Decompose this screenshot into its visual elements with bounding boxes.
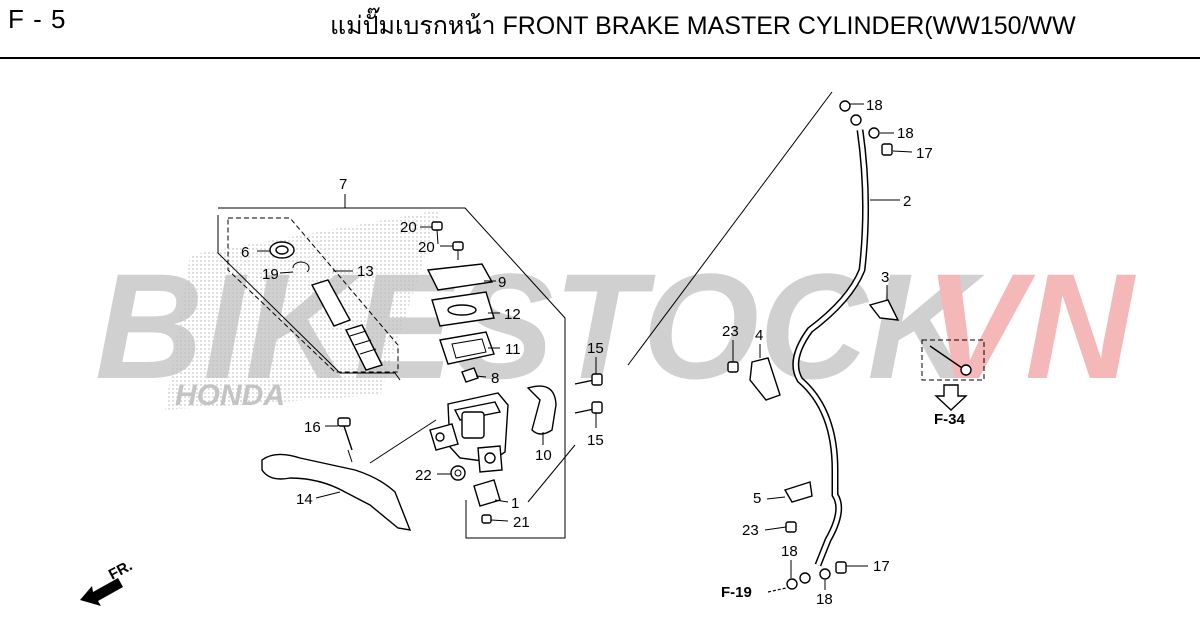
hose-clamp-3 bbox=[868, 299, 900, 321]
hose-clamp-4 bbox=[749, 357, 781, 401]
watermark: BIKESTOCK VN HONDA bbox=[95, 210, 1136, 412]
callout-20: 20 bbox=[400, 219, 417, 236]
callout-1: 1 bbox=[511, 495, 519, 512]
leader-lines bbox=[257, 103, 913, 590]
hose-eye-top bbox=[850, 114, 862, 126]
ref-f34: F-34 bbox=[934, 384, 968, 428]
callout-23: 23 bbox=[722, 323, 739, 340]
spring bbox=[345, 324, 383, 371]
switch-1 bbox=[473, 479, 501, 507]
washer-18-b bbox=[868, 127, 880, 139]
callout-6: 6 bbox=[241, 244, 249, 261]
piston-13 bbox=[310, 279, 352, 327]
bolt-17-b bbox=[835, 561, 847, 574]
callout-19: 19 bbox=[262, 266, 279, 283]
callout-7: 7 bbox=[339, 176, 347, 193]
watermark-brand: HONDA bbox=[175, 379, 285, 412]
assembly-outline-7 bbox=[217, 215, 401, 381]
nut-22 bbox=[450, 465, 466, 481]
callout-14: 14 bbox=[296, 491, 313, 508]
screw-20-a bbox=[431, 221, 443, 245]
callout-20: 20 bbox=[418, 239, 435, 256]
header-divider bbox=[0, 57, 1200, 59]
callout-21: 21 bbox=[513, 514, 530, 531]
pivot-bolt-16 bbox=[337, 417, 353, 451]
fr-label: FR. bbox=[106, 557, 135, 583]
callout-3: 3 bbox=[881, 269, 889, 286]
holder-10 bbox=[526, 385, 557, 435]
brake-lever-14 bbox=[261, 453, 412, 531]
callout-16: 16 bbox=[304, 419, 321, 436]
hose-eye-bottom bbox=[799, 572, 811, 584]
callout-17: 17 bbox=[916, 145, 933, 162]
f34-bolt bbox=[921, 339, 985, 381]
float-8 bbox=[461, 367, 479, 383]
callout-18: 18 bbox=[897, 125, 914, 142]
screw-21 bbox=[481, 514, 492, 524]
bolt-17-a bbox=[881, 143, 893, 156]
page-title: แม่ปั๊มเบรกหน้า FRONT BRAKE MASTER CYLIN… bbox=[330, 12, 1076, 40]
page-code: F - 5 bbox=[8, 4, 67, 34]
callout-8: 8 bbox=[491, 370, 499, 387]
washer-18-d bbox=[819, 568, 831, 580]
svg-text:F-34: F-34 bbox=[934, 411, 966, 428]
callout-4: 4 bbox=[755, 327, 763, 344]
callout-5: 5 bbox=[753, 490, 761, 507]
svg-text:F-19: F-19 bbox=[721, 584, 752, 601]
piston-kit-box bbox=[227, 217, 399, 373]
diaphragm-11 bbox=[439, 331, 495, 365]
callout-15: 15 bbox=[587, 340, 604, 357]
callout-12: 12 bbox=[504, 306, 521, 323]
bolt-23-a bbox=[727, 361, 739, 373]
assembly-outline-7b bbox=[218, 207, 566, 539]
bolt-23-b bbox=[785, 521, 797, 533]
master-cylinder-body bbox=[429, 392, 509, 473]
callout-18: 18 bbox=[781, 543, 798, 560]
callout-13: 13 bbox=[357, 263, 374, 280]
bolt-15-b bbox=[574, 401, 603, 414]
callout-17: 17 bbox=[873, 558, 890, 575]
callout-22: 22 bbox=[415, 467, 432, 484]
callout-18: 18 bbox=[816, 591, 833, 608]
callout-15: 15 bbox=[587, 432, 604, 449]
ref-f19: F-19 bbox=[721, 584, 787, 601]
bolt-15-a bbox=[574, 373, 603, 386]
brake-hose-2 bbox=[792, 129, 870, 567]
circlip-19 bbox=[292, 261, 310, 273]
washer-18-c bbox=[786, 578, 798, 590]
callout-2: 2 bbox=[903, 193, 911, 210]
hose-clamp-5 bbox=[783, 481, 813, 503]
front-direction-arrow: FR. bbox=[80, 557, 135, 606]
callout-11: 11 bbox=[505, 341, 521, 358]
washer-18-a bbox=[839, 100, 851, 112]
callout-23: 23 bbox=[742, 522, 759, 539]
watermark-red-text: VN bbox=[925, 242, 1136, 410]
callout-9: 9 bbox=[498, 274, 506, 291]
callout-18: 18 bbox=[866, 97, 883, 114]
callout-10: 10 bbox=[535, 447, 552, 464]
reservoir-cap-9 bbox=[426, 263, 494, 291]
